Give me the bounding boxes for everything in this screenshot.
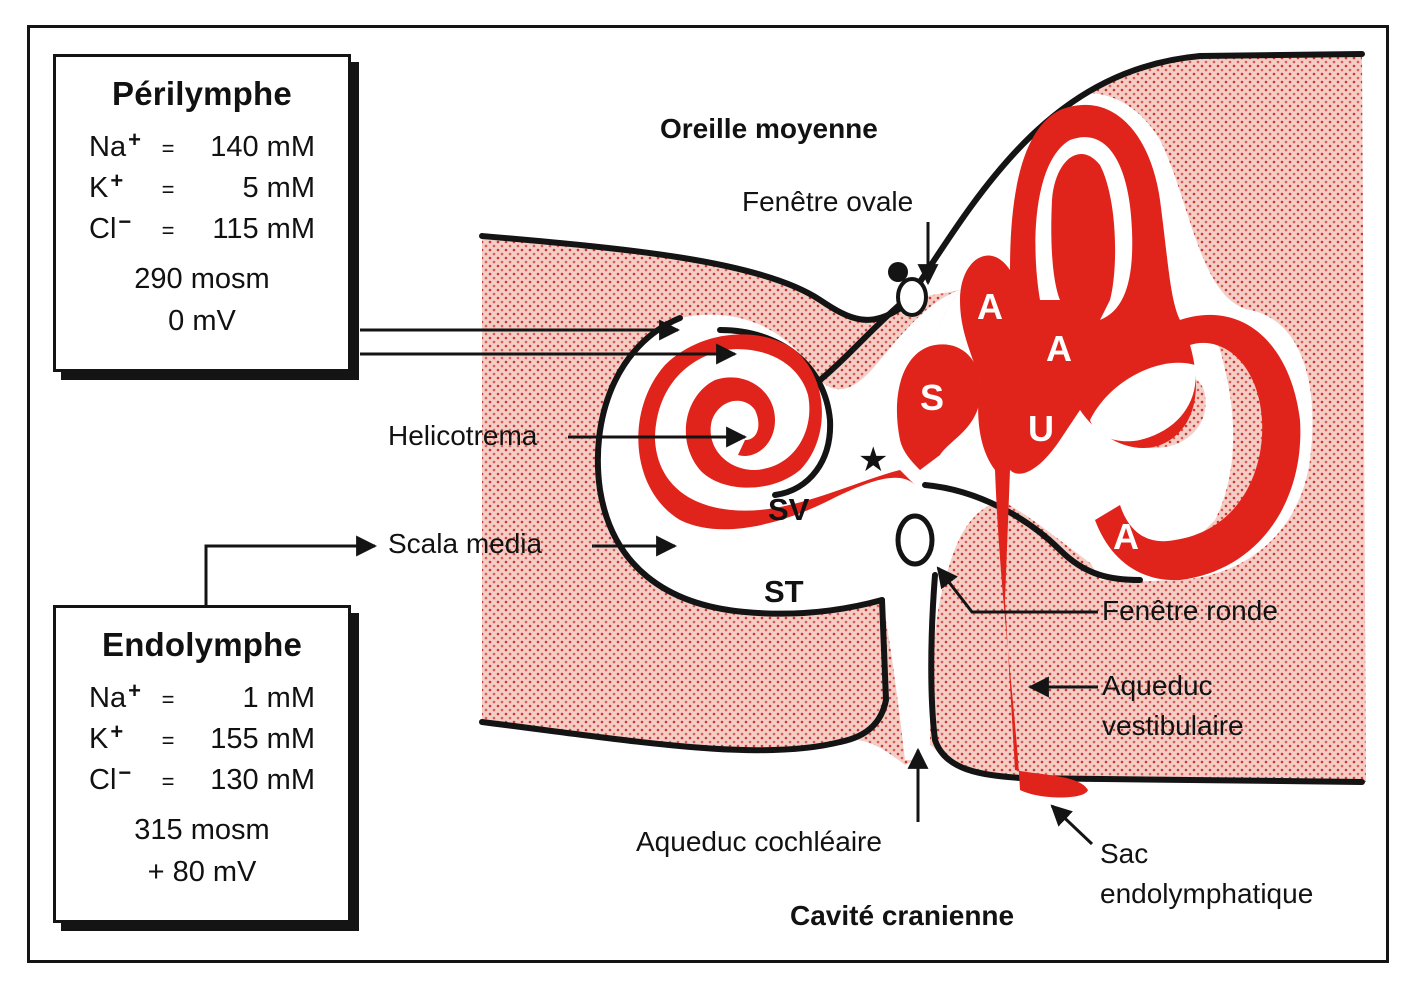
label-cavite-cranienne: Cavité cranienne	[790, 900, 1015, 931]
label-sac-1: Sac	[1100, 838, 1149, 869]
ion-value: 5 mM	[242, 172, 316, 204]
star-icon: ★	[858, 441, 889, 479]
endolymph-arrow	[204, 535, 378, 605]
label-sac-2: endolymphatique	[1100, 878, 1314, 909]
stapes	[888, 262, 928, 317]
anterior-canal-lumen	[1035, 137, 1133, 320]
perilymph-potential: 0 mV	[168, 305, 236, 337]
middle-ear-boundary	[479, 51, 1365, 323]
ion-row: Na+ = 1 mM	[89, 678, 316, 714]
perilymph-title: Périlymphe	[112, 75, 292, 112]
cranial-boundary-left	[479, 597, 890, 754]
ion-value: 130 mM	[210, 764, 315, 796]
ion-value: 1 mM	[242, 682, 316, 714]
cranial-boundary-right	[928, 572, 1365, 785]
ion-row: K+ = 5 mM	[89, 168, 316, 204]
label-fenetre-ronde: Fenêtre ronde	[1102, 595, 1278, 626]
perilymph-osmolarity: 290 mosm	[134, 263, 270, 295]
label-ampoule-anterieure: A	[977, 286, 1003, 327]
label-ampoule-posterieure: A	[1113, 516, 1139, 557]
fenetre-ronde-arrow	[936, 566, 1098, 614]
endolymph-title: Endolymphe	[101, 626, 303, 663]
label-aqueduc-vestibulaire-1: Aqueduc	[1102, 670, 1213, 701]
perilymph-box: Périlymphe Na+ = 140 mM K+ = 5 mM Cl− = …	[53, 54, 351, 372]
cochlea-outer-wall	[594, 315, 885, 617]
label-aqueduc-vestibulaire-2: vestibulaire	[1102, 710, 1244, 741]
cochlear-duct-spiral	[638, 334, 915, 530]
endolymph-ion-list: Na+ = 1 mM K+ = 155 mM Cl− = 130 mM	[89, 678, 315, 801]
label-utricule: U	[1028, 408, 1054, 449]
ion-row: Cl− = 130 mM	[89, 760, 315, 796]
endolymph-osmolarity: 315 mosm	[134, 814, 270, 846]
ion-value: 140 mM	[210, 131, 315, 163]
label-aqueduc-cochleaire: Aqueduc cochléaire	[636, 826, 882, 857]
ion-value: 115 mM	[212, 213, 315, 245]
vestibule-floor	[922, 482, 1143, 583]
cochlea-cavity	[598, 290, 1140, 760]
ion-value: 155 mM	[210, 723, 315, 755]
label-saccule: S	[920, 377, 945, 418]
label-fenetre-ovale: Fenêtre ovale	[742, 186, 914, 217]
ion-row: Cl− = 115 mM	[89, 209, 315, 245]
ion-row: Na+ = 140 mM	[89, 127, 315, 163]
label-scala-tympani: ST	[764, 574, 804, 609]
saccule	[896, 344, 981, 470]
label-scala-media: Scala media	[388, 528, 543, 559]
label-ampoule-laterale: A	[1046, 328, 1072, 369]
round-window	[895, 513, 935, 567]
label-helicotrema: Helicotrema	[388, 420, 538, 451]
endolymph-box: Endolymphe Na+ = 1 mM K+ = 155 mM Cl− = …	[53, 605, 351, 923]
label-oreille-moyenne: Oreille moyenne	[660, 113, 878, 144]
perilymph-ion-list: Na+ = 140 mM K+ = 5 mM Cl− = 115 mM	[89, 127, 315, 250]
figure-frame	[27, 25, 1389, 963]
lateral-canal-lumen	[1090, 362, 1196, 442]
vestibule-outline	[817, 297, 908, 383]
label-scala-vestibuli: SV	[768, 492, 810, 527]
sac-arrow	[1050, 804, 1094, 846]
endolymph-potential: + 80 mV	[147, 856, 257, 888]
ion-row: K+ = 155 mM	[89, 719, 315, 755]
